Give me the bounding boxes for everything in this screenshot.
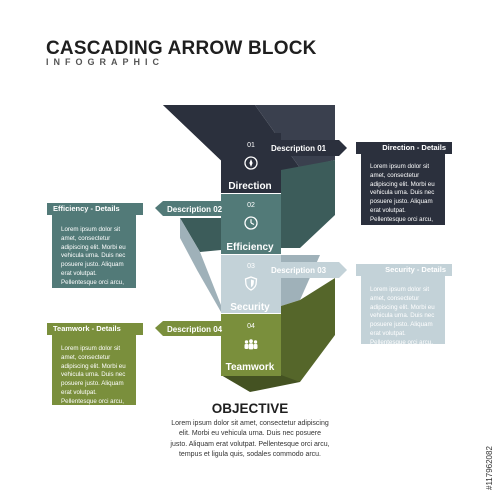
teamwork-details-tab: Teamwork - Details [47,323,143,335]
stock-image-id: #117962082 [485,446,494,490]
compass-icon [244,156,258,170]
step-2-description: Description 02 [167,205,223,214]
efficiency-details-panel: Lorem ipsum dolor sit amet, consectetur … [52,214,136,303]
objective-title: OBJECTIVE [211,401,289,416]
step-3-label: Security [230,302,270,313]
teamwork-details-text: Lorem ipsum dolor sit amet, consectetur … [61,345,127,423]
efficiency-details-tab: Efficiency - Details [47,203,143,215]
step-3-description: Description 03 [271,266,327,275]
step-4-label: Teamwork [226,362,275,373]
step-2-label: Efficiency [226,242,274,253]
step-1-desc-tab [266,140,347,156]
efficiency-details-text: Lorem ipsum dolor sit amet, consectetur … [61,226,127,304]
infographic-title: CASCADING ARROW BLOCK [46,38,317,59]
step-1-number: 01 [247,142,255,149]
infographic-subtitle: INFOGRAPHIC [46,57,164,67]
shield-icon [244,276,258,291]
step-4-desc-tab [155,321,236,336]
objective-text: Lorem ipsum dolor sit amet, consectetur … [170,420,330,459]
direction-details-text: Lorem ipsum dolor sit amet, consectetur … [370,163,436,241]
team-icon [244,339,258,350]
security-details-panel: Lorem ipsum dolor sit amet, consectetur … [361,274,445,363]
step-2-left-wing [180,218,221,252]
step-3-left-slab [180,218,221,312]
direction-details-panel: Lorem ipsum dolor sit amet, consectetur … [361,151,445,240]
clock-icon [244,216,258,230]
step-1-description: Description 01 [271,144,327,153]
security-details-text: Lorem ipsum dolor sit amet, consectetur … [370,286,436,364]
step-1-label: Direction [228,181,271,192]
security-details-tab: Security - Details [356,264,452,276]
step-4-right-slab [281,278,335,382]
step-4-arrow-tip [221,375,300,392]
step-2-desc-tab [155,201,236,216]
direction-details-tab: Direction - Details [356,142,452,154]
step-4-number: 04 [247,323,255,330]
step-3-number: 03 [247,263,255,270]
teamwork-details-panel: Lorem ipsum dolor sit amet, consectetur … [52,333,136,422]
step-1-arrow [163,105,347,193]
step-2-right-slab [281,160,335,248]
step-2-arrow [155,160,335,254]
step-4-description: Description 04 [167,325,223,334]
step-3-desc-tab [266,262,347,278]
step-2-number: 02 [247,202,255,209]
